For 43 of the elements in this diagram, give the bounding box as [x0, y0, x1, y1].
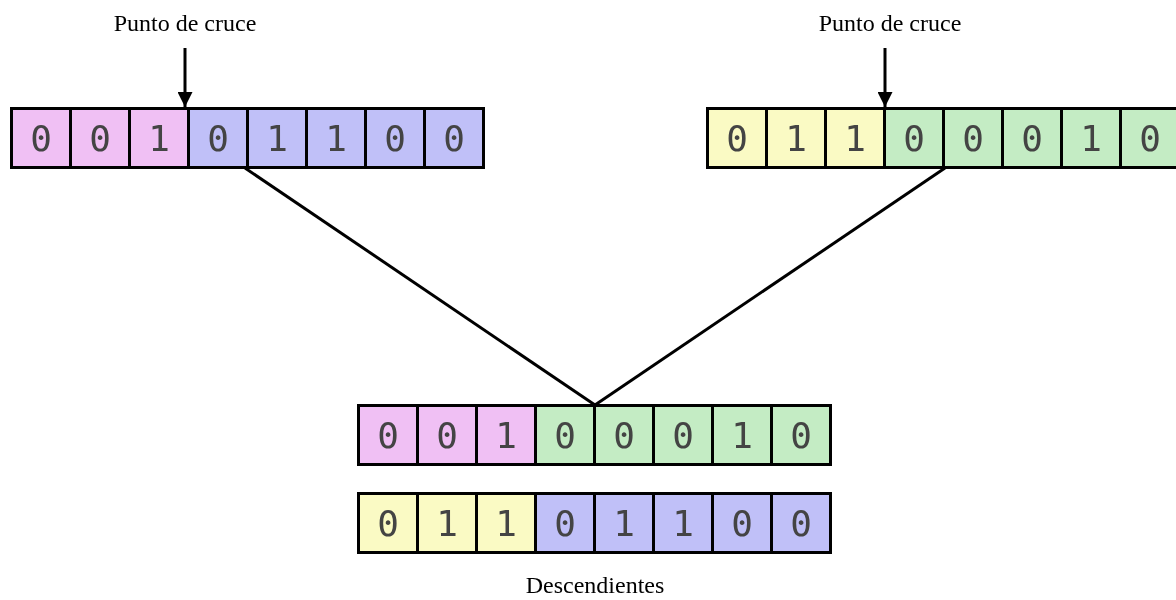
gene-cell: 0 — [773, 407, 832, 463]
gene-cell: 0 — [537, 495, 596, 551]
gene-cell: 0 — [1122, 110, 1176, 166]
gene-cell: 1 — [655, 495, 714, 551]
chromosome-bar — [357, 404, 832, 466]
gene-cell: 0 — [773, 495, 832, 551]
gene-cell: 1 — [714, 407, 773, 463]
gene-cell: 1 — [249, 110, 308, 166]
connector-line — [594, 166, 946, 407]
gene-cell: 0 — [13, 110, 72, 166]
gene-cell: 1 — [419, 495, 478, 551]
gene-cell: 0 — [190, 110, 249, 166]
connector-line — [244, 166, 596, 407]
gene-cell: 1 — [478, 407, 537, 463]
gene-cell: 0 — [1004, 110, 1063, 166]
gene-cell: 0 — [419, 407, 478, 463]
gene-cell: 0 — [72, 110, 131, 166]
gene-cell: 0 — [367, 110, 426, 166]
gene-cell: 1 — [1063, 110, 1122, 166]
gene-cell: 0 — [714, 495, 773, 551]
chromosome-bar — [706, 107, 1176, 169]
gene-cell: 0 — [360, 495, 419, 551]
caption: Descendientes — [524, 572, 666, 599]
arrow — [877, 48, 893, 107]
gene-cell: 0 — [655, 407, 714, 463]
gene-cell: 0 — [886, 110, 945, 166]
gene-cell: 0 — [360, 407, 419, 463]
gene-cell: 0 — [426, 110, 485, 166]
gene-cell: 1 — [827, 110, 886, 166]
chromosome-bar — [357, 492, 832, 554]
gene-cell: 1 — [596, 495, 655, 551]
gene-cell: 0 — [945, 110, 1004, 166]
gene-cell: 0 — [709, 110, 768, 166]
gene-cell: 1 — [308, 110, 367, 166]
gene-cell: 1 — [478, 495, 537, 551]
crossover-point-label: Punto de cruce — [95, 10, 275, 44]
chromosome-bar — [10, 107, 485, 169]
crossover-point-label: Punto de cruce — [800, 10, 980, 44]
gene-cell: 1 — [131, 110, 190, 166]
gene-cell: 0 — [537, 407, 596, 463]
gene-cell: 0 — [596, 407, 655, 463]
gene-cell: 1 — [768, 110, 827, 166]
arrow — [177, 48, 193, 107]
